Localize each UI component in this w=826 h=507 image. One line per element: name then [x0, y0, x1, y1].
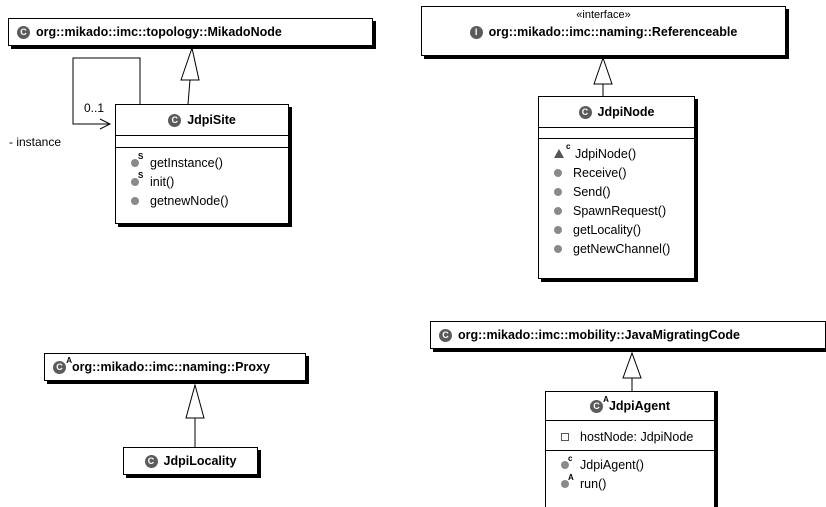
class-jdpi-site[interactable]: C JdpiSite S getInstance() S init() getn… — [115, 104, 289, 224]
self-association-line — [72, 57, 141, 125]
method-name: getNewChannel() — [573, 241, 671, 256]
method-row[interactable]: A run() — [546, 473, 714, 493]
class-name: org::mikado::imc::mobility::JavaMigratin… — [458, 328, 740, 342]
class-name: org::mikado::imc::topology::MikadoNode — [36, 25, 282, 39]
public-method-icon — [554, 187, 562, 196]
class-jdpi-node[interactable]: C JdpiNode c JdpiNode() Receive() Send()… — [538, 96, 695, 279]
constructor-icon: c — [554, 142, 570, 158]
method-row[interactable]: getLocality() — [539, 220, 694, 239]
class-name: JdpiAgent — [608, 399, 671, 413]
private-field-icon — [561, 432, 569, 441]
public-method-icon — [554, 206, 562, 215]
method-name: JdpiAgent() — [580, 457, 644, 472]
class-icon: C — [168, 113, 182, 127]
method-name: getInstance() — [150, 155, 223, 170]
class-mikado-node[interactable]: C org::mikado::imc::topology::MikadoNode — [8, 18, 373, 46]
class-header: C org::mikado::imc::topology::MikadoNode — [9, 19, 372, 45]
method-name: Receive() — [573, 165, 627, 180]
class-header: C JdpiSite — [116, 105, 288, 135]
public-method-icon — [131, 196, 139, 205]
public-method-icon — [554, 244, 562, 253]
multiplicity-label: 0..1 — [84, 101, 105, 115]
role-label: - instance — [9, 135, 62, 149]
methods-section: S getInstance() S init() getnewNode() — [116, 147, 288, 210]
static-method-icon: S — [131, 171, 143, 186]
method-name: Send() — [573, 184, 611, 199]
abstract-method-icon: A — [561, 473, 574, 488]
method-name: JdpiNode() — [575, 146, 637, 161]
generalization-arrowhead — [622, 351, 642, 379]
attributes-section — [116, 135, 288, 147]
method-row[interactable]: getNewChannel() — [539, 239, 694, 258]
method-row[interactable]: c JdpiNode() — [539, 142, 694, 163]
class-icon: C — [17, 25, 30, 39]
class-icon: C — [144, 454, 158, 468]
class-name: JdpiLocality — [163, 454, 237, 468]
methods-section: c JdpiAgent() A run() — [546, 450, 714, 493]
generalization-arrowhead — [185, 383, 205, 419]
attributes-section — [539, 127, 694, 138]
generalization-line — [187, 79, 191, 105]
class-header: C org::mikado::imc::mobility::JavaMigrat… — [431, 322, 825, 348]
static-method-icon: S — [131, 152, 143, 167]
field-row[interactable]: hostNode: JdpiNode — [546, 427, 714, 446]
interface-name: org::mikado::imc::naming::Referenceable — [488, 25, 738, 39]
method-row[interactable]: Receive() — [539, 163, 694, 182]
class-icon: C — [578, 105, 592, 119]
method-row[interactable]: Send() — [539, 182, 694, 201]
class-header: C JdpiNode — [539, 97, 694, 127]
method-row[interactable]: S init() — [116, 171, 288, 191]
method-row[interactable]: c JdpiAgent() — [546, 454, 714, 474]
method-name: run() — [580, 476, 607, 491]
association-arrowhead — [99, 118, 112, 130]
method-name: init() — [150, 174, 175, 189]
class-name: JdpiSite — [187, 113, 236, 127]
stereotype-label: «interface» — [576, 9, 631, 21]
interface-referenceable[interactable]: «interface» I org::mikado::imc::naming::… — [421, 6, 786, 56]
realization-arrowhead — [593, 56, 613, 85]
public-method-icon — [554, 225, 562, 234]
method-name: getnewNode() — [150, 193, 229, 208]
method-row[interactable]: S getInstance() — [116, 152, 288, 172]
class-icon: C — [439, 328, 452, 342]
methods-section: c JdpiNode() Receive() Send() SpawnReque… — [539, 138, 694, 258]
constructor-icon: c — [561, 454, 572, 469]
class-name: org::mikado::imc::naming::Proxy — [72, 360, 270, 374]
class-java-migrating-code[interactable]: C org::mikado::imc::mobility::JavaMigrat… — [430, 321, 826, 349]
interface-header: I org::mikado::imc::naming::Referenceabl… — [422, 21, 785, 43]
interface-icon: I — [469, 25, 483, 39]
method-name: SpawnRequest() — [573, 203, 667, 218]
class-name: JdpiNode — [597, 105, 655, 119]
class-header: C JdpiLocality — [124, 448, 257, 474]
public-method-icon — [554, 168, 562, 177]
method-name: getLocality() — [573, 222, 642, 237]
field-name: hostNode: JdpiNode — [580, 429, 694, 444]
method-row[interactable]: getnewNode() — [116, 191, 288, 210]
method-row[interactable]: SpawnRequest() — [539, 201, 694, 220]
class-jdpi-locality[interactable]: C JdpiLocality — [123, 447, 258, 475]
attributes-section: hostNode: JdpiNode — [546, 420, 714, 450]
generalization-arrowhead — [180, 46, 200, 81]
